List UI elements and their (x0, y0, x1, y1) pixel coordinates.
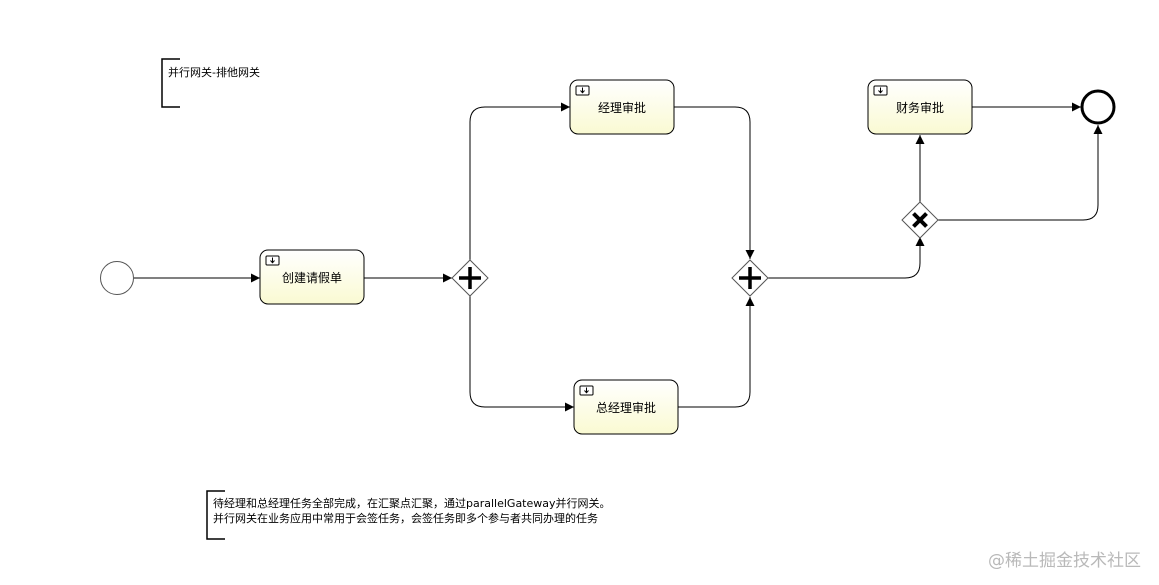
task-general-manager-approval-label: 总经理审批 (596, 400, 656, 415)
flow-join-to-exclusive[interactable] (768, 237, 925, 279)
task-manager-approval-label: 经理审批 (598, 100, 646, 115)
watermark: @稀土掘金技术社区 (988, 551, 1141, 571)
task-finance-approval-label: 财务审批 (896, 100, 944, 115)
title-annotation-bracket (161, 58, 180, 108)
user-task-icon (873, 85, 888, 96)
plus-icon (739, 267, 761, 289)
flow-general-manager-to-join[interactable] (678, 297, 755, 408)
flow-manager-to-join[interactable] (674, 106, 755, 259)
user-task-icon (575, 85, 590, 96)
x-icon (912, 212, 928, 228)
title-annotation: 并行网关-排他网关 (168, 66, 260, 79)
note-annotation-line-1: 待经理和总经理任务全部完成，在汇聚点汇聚，通过parallelGateway并行… (213, 497, 611, 510)
parallel-gateway-fork[interactable] (451, 259, 489, 297)
user-task-icon (579, 385, 594, 396)
task-create-leave-label: 创建请假单 (282, 271, 342, 285)
flow-fork-to-general-manager[interactable] (469, 296, 574, 412)
user-task-icon (265, 255, 280, 266)
exclusive-gateway[interactable] (901, 201, 939, 239)
flow-fork-to-manager[interactable] (469, 102, 570, 260)
parallel-gateway-join[interactable] (731, 259, 769, 297)
note-annotation-bracket (206, 490, 225, 540)
task-general-manager-approval[interactable]: 总经理审批 (573, 379, 679, 435)
flow-exclusive-to-end[interactable] (938, 125, 1103, 221)
plus-icon (459, 267, 481, 289)
note-annotation-line-2: 并行网关在业务应用中常用于会签任务，会签任务即多个参与者共同办理的任务 (213, 512, 598, 525)
task-create-leave[interactable]: 创建请假单 (259, 249, 365, 305)
end-event[interactable] (1080, 89, 1116, 125)
start-event[interactable] (100, 261, 134, 295)
task-finance-approval[interactable]: 财务审批 (867, 79, 973, 135)
task-manager-approval[interactable]: 经理审批 (569, 79, 675, 135)
